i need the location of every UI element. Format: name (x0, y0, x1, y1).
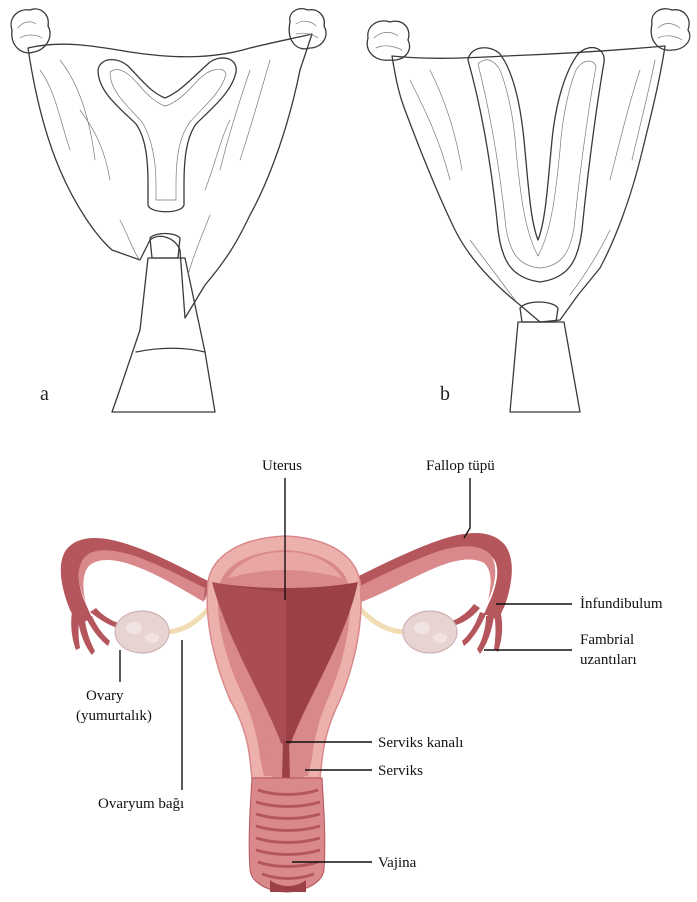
ovary-left (115, 611, 169, 653)
panel-label-b: b (440, 383, 450, 405)
ovarian-ligament-right (356, 604, 405, 632)
label-ovary-1: Ovary (86, 688, 124, 704)
ovarian-ligament-left (165, 605, 212, 632)
label-fallop: Fallop tüpü (426, 458, 495, 474)
label-ovary-2: (yumurtalık) (76, 708, 152, 724)
ovary-b-right (651, 9, 690, 50)
label-serviks-kanali: Serviks kanalı (378, 735, 463, 751)
illustration-a (11, 9, 326, 412)
label-ovaryum-bagi: Ovaryum bağı (98, 796, 184, 812)
label-serviks: Serviks (378, 763, 423, 779)
label-infundibulum: İnfundibulum (580, 596, 663, 612)
label-uterus: Uterus (262, 458, 302, 474)
panel-label-a: a (40, 383, 49, 405)
ovary-a-left (11, 9, 50, 53)
ovary-right (403, 611, 457, 653)
illustration-b (367, 9, 690, 412)
leader-fallop (464, 478, 470, 538)
fallopian-tube-right (350, 533, 512, 620)
label-vajina: Vajina (378, 855, 417, 871)
ovary-a-right (289, 9, 326, 49)
label-fambrial-2: uzantıları (580, 652, 637, 668)
label-fambrial-1: Fambrial (580, 632, 634, 648)
ovary-b-left (367, 21, 409, 60)
